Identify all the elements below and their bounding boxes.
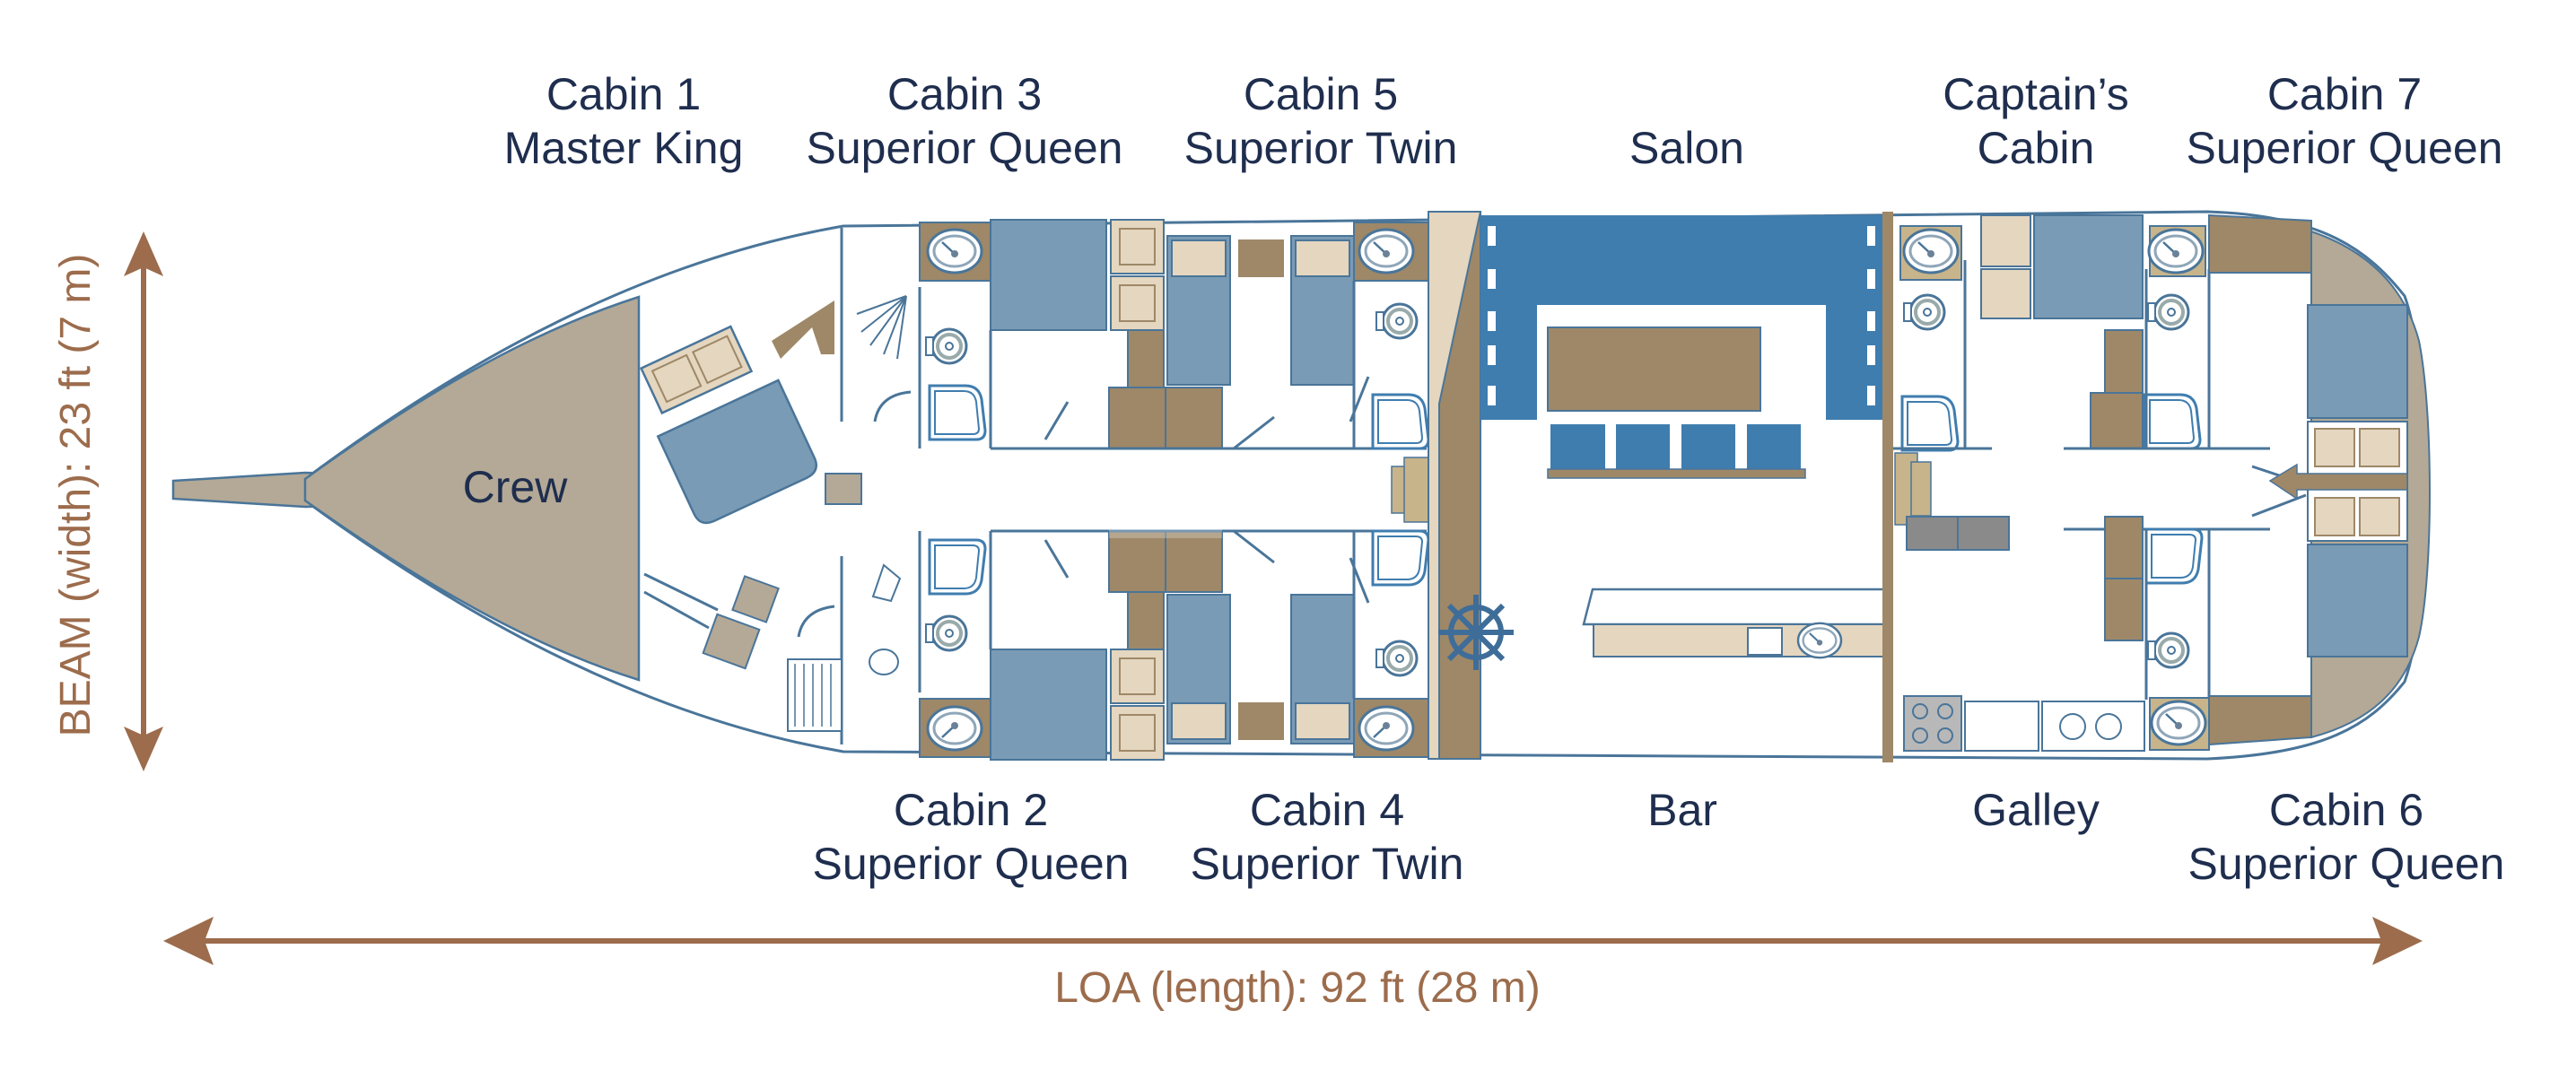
cabin-6-name: Cabin 6 [2269, 785, 2423, 835]
captains-cabin-line1: Captain’s [1943, 69, 2129, 119]
bar-counter [1593, 623, 1891, 657]
beam-dimension: BEAM (width): 23 ft (7 m) [52, 231, 163, 771]
entrance-arrow-icon [2268, 463, 2408, 501]
crew-area [303, 295, 641, 682]
cabin-1-name: Cabin 1 [546, 69, 701, 119]
cabin-7-type: Superior Queen [2186, 123, 2502, 173]
salon-table [1547, 327, 1761, 412]
cabin-3-type: Superior Queen [806, 123, 1122, 173]
cabin-1-type: Master King [504, 123, 744, 173]
helm-bulkhead [1428, 211, 1514, 760]
king-bed [656, 379, 817, 525]
cabin-1-plan [639, 228, 912, 744]
cabin-2-name: Cabin 2 [894, 785, 1048, 835]
cabin-7-name: Cabin 7 [2267, 69, 2422, 119]
captains-cabin-line2: Cabin [1978, 123, 2095, 173]
cabin-5-name: Cabin 5 [1244, 69, 1398, 119]
helm-wheel-icon [1438, 595, 1514, 670]
double-arrow-vertical-icon [124, 231, 163, 771]
stove-icon [1903, 695, 1962, 752]
crew-label: Crew [463, 462, 569, 512]
bar-label: Bar [1647, 785, 1717, 835]
double-arrow-horizontal-icon [163, 917, 2423, 965]
cabin-4-type: Superior Twin [1191, 839, 1464, 889]
salon-plan [1480, 212, 1893, 762]
beam-label: BEAM (width): 23 ft (7 m) [52, 254, 100, 737]
cabin-5-type: Superior Twin [1184, 123, 1458, 173]
loa-label: LOA (length): 92 ft (28 m) [1054, 964, 1541, 1012]
cabin-6-type: Superior Queen [2187, 839, 2504, 889]
cabin-4-name: Cabin 4 [1250, 785, 1404, 835]
salon-label: Salon [1629, 123, 1744, 173]
galley-label: Galley [1972, 785, 2100, 835]
aft-plan [1893, 213, 2408, 752]
room-labels: Cabin 1 Master King Cabin 3 Superior Que… [504, 69, 2505, 889]
shower-icon [856, 295, 912, 422]
cabin-2-type: Superior Queen [812, 839, 1129, 889]
stairs [1894, 452, 1932, 526]
loa-dimension: LOA (length): 92 ft (28 m) [163, 917, 2423, 1012]
stairs [1391, 457, 1429, 523]
cabin-3-name: Cabin 3 [887, 69, 1042, 119]
